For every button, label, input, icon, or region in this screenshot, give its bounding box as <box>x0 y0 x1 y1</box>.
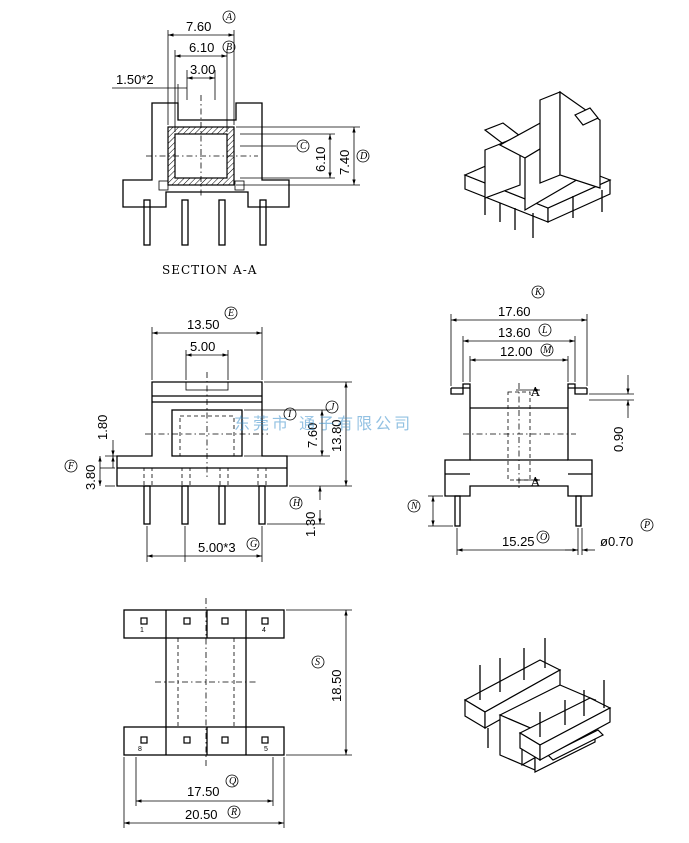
dim-6-10: 6.10 <box>189 40 214 55</box>
svg-text:B: B <box>226 42 232 53</box>
dim-7-60: 7.60 <box>186 19 211 34</box>
watermark: 东莞市 通子有限公司 <box>234 414 413 433</box>
dim-12-00: 12.00 <box>500 344 533 359</box>
dim-18-50: 18.50 <box>329 669 344 702</box>
svg-text:I: I <box>287 409 292 420</box>
dim-1-30: 1.30 <box>303 512 318 537</box>
svg-text:R: R <box>230 807 237 818</box>
dim-1-80: 1.80 <box>95 415 110 440</box>
section-label: SECTION A-A <box>162 263 257 277</box>
dim-5-00x3: 5.00*3 <box>198 540 236 555</box>
svg-text:M: M <box>542 345 552 356</box>
tag-R: R <box>227 805 241 819</box>
dim-7-60-front: 7.60 <box>305 423 320 448</box>
tag-I: I <box>283 407 297 421</box>
dim-20-50: 20.50 <box>185 807 218 822</box>
dim-0-90: 0.90 <box>611 427 626 452</box>
svg-text:N: N <box>410 501 419 512</box>
dim-3-80: 3.80 <box>83 465 98 490</box>
dim-1-50x2: 1.50*2 <box>116 72 154 87</box>
tag-B: B <box>222 40 236 54</box>
dim-5-00: 5.00 <box>190 339 215 354</box>
section-view <box>112 30 360 246</box>
tag-M: M <box>540 343 554 357</box>
svg-text:P: P <box>643 520 650 531</box>
section-mark-bottom: A <box>530 475 541 489</box>
tag-F: F <box>64 459 78 473</box>
tag-P: P <box>640 518 654 532</box>
dim-17-60: 17.60 <box>498 304 531 319</box>
pin-label-8: 8 <box>138 746 142 753</box>
tag-J: J <box>325 400 339 414</box>
tag-A: A <box>222 10 236 24</box>
section-mark-top: A <box>530 385 541 399</box>
svg-text:E: E <box>227 308 234 319</box>
dim-3-00: 3.00 <box>190 62 215 77</box>
tag-D: D <box>356 149 370 163</box>
svg-text:C: C <box>300 141 307 152</box>
svg-text:S: S <box>315 657 320 668</box>
tag-G: G <box>246 537 260 551</box>
tag-C: C <box>296 139 310 153</box>
svg-text:A: A <box>225 12 233 23</box>
tag-K: K <box>531 285 545 299</box>
isometric-view-top <box>463 90 612 238</box>
pin-label-5: 5 <box>264 746 268 753</box>
tag-H: H <box>289 496 303 510</box>
dim-6-10-vertical: 6.10 <box>313 147 328 172</box>
dim-13-50: 13.50 <box>187 317 220 332</box>
svg-text:L: L <box>541 325 548 336</box>
dim-13-60: 13.60 <box>498 325 531 340</box>
svg-text:F: F <box>67 461 75 472</box>
svg-text:G: G <box>250 539 257 550</box>
tag-E: E <box>224 306 238 320</box>
svg-text:K: K <box>534 287 543 298</box>
bottom-view <box>123 598 352 828</box>
dim-13-80: 13.80 <box>329 419 344 452</box>
dim-phi-0-70: ø0.70 <box>600 534 633 549</box>
dim-7-40: 7.40 <box>337 150 352 175</box>
tag-L: L <box>538 323 552 337</box>
svg-text:H: H <box>292 498 301 509</box>
side-view <box>428 314 634 555</box>
svg-text:O: O <box>540 532 547 543</box>
pin-label-4: 4 <box>262 627 266 634</box>
tag-O: O <box>536 530 550 544</box>
svg-text:D: D <box>359 151 368 162</box>
tag-Q: Q <box>225 774 239 788</box>
pin-label-1: 1 <box>140 627 144 634</box>
tag-N: N <box>407 499 421 513</box>
tag-S: S <box>311 655 325 669</box>
front-view <box>98 327 352 562</box>
svg-text:J: J <box>330 402 335 413</box>
dim-17-50: 17.50 <box>187 784 220 799</box>
svg-text:Q: Q <box>229 776 237 787</box>
dim-15-25: 15.25 <box>502 534 535 549</box>
isometric-view-bottom <box>463 638 612 773</box>
